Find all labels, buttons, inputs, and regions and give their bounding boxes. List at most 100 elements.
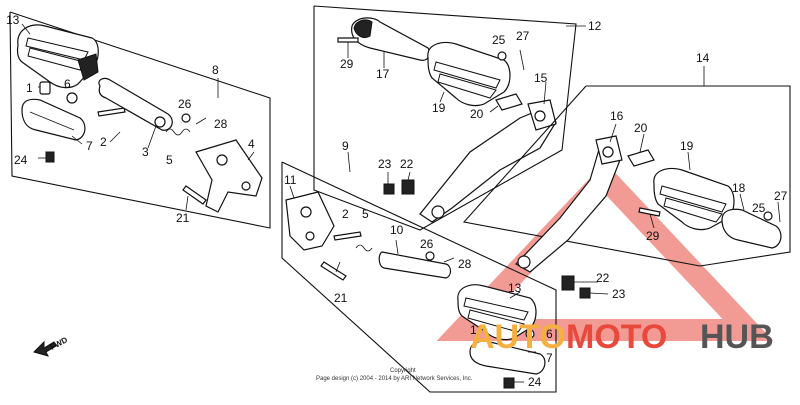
label-18: 18 xyxy=(732,181,746,195)
washer-25-right xyxy=(763,211,773,221)
label-26-center: 26 xyxy=(420,237,434,251)
cotter-28-center xyxy=(443,257,455,263)
label-16: 16 xyxy=(610,109,624,123)
fwd-arrow: FWD xyxy=(33,335,70,357)
pin-29-right xyxy=(638,207,661,217)
label-9: 9 xyxy=(342,139,349,153)
washer-6-bottom xyxy=(525,329,535,339)
label-23-right: 23 xyxy=(612,287,626,301)
rubber-pad-7-bottom xyxy=(469,340,546,375)
label-12: 12 xyxy=(588,19,602,33)
label-17: 17 xyxy=(376,67,390,81)
label-27-center: 27 xyxy=(516,29,530,43)
label-6-top: 6 xyxy=(64,77,71,91)
label-22-right: 22 xyxy=(596,271,610,285)
label-28-top: 28 xyxy=(214,117,228,131)
label-7-bottom: 7 xyxy=(546,351,553,365)
copyright-line-1: Copyright xyxy=(390,368,416,374)
group-frame-8 xyxy=(9,11,271,229)
label-1-bottom: 1 xyxy=(470,323,477,337)
pin-29-center xyxy=(337,37,359,43)
label-7-top: 7 xyxy=(86,139,93,153)
watermark-text: AUTO MOTO HUB xyxy=(470,318,774,356)
washer-20-right xyxy=(627,149,655,167)
bolt-23-center xyxy=(383,183,395,195)
bracket-4 xyxy=(195,139,263,213)
pin-2-center xyxy=(333,231,362,241)
label-29-center: 29 xyxy=(340,57,354,71)
footpeg-17 xyxy=(351,17,431,61)
spring-5-center xyxy=(355,244,373,252)
label-27-right: 27 xyxy=(774,189,788,203)
bracket-11 xyxy=(285,191,335,251)
cotter-27-center xyxy=(519,49,525,71)
arm-3 xyxy=(98,77,173,131)
bolt-21-center xyxy=(320,261,347,281)
bolt-24-left xyxy=(45,151,55,163)
watermark-moto: MOTO xyxy=(566,318,667,356)
label-14: 14 xyxy=(696,51,710,65)
footpeg-13-bottom xyxy=(457,284,537,341)
washer-6-left xyxy=(66,92,78,104)
pin-2-left xyxy=(97,107,126,117)
group-frame-14 xyxy=(462,85,791,267)
spring-5-left xyxy=(165,128,191,136)
collar-1-left xyxy=(39,81,51,95)
group-frame-12 xyxy=(313,5,577,231)
label-2-top: 2 xyxy=(100,135,107,149)
nut-22-right xyxy=(561,275,575,291)
label-2-center: 2 xyxy=(342,207,349,221)
footpeg-19-center xyxy=(427,41,511,107)
label-5-center: 5 xyxy=(362,207,369,221)
label-13-top: 13 xyxy=(6,13,20,27)
washer-26-center xyxy=(425,251,435,261)
label-28-center: 28 xyxy=(458,257,472,271)
label-23-center: 23 xyxy=(378,157,392,171)
label-29-right: 29 xyxy=(646,229,660,243)
fwd-label: FWD xyxy=(49,335,70,352)
copyright-block: Copyright Page design (c) 2004 - 2014 by… xyxy=(316,368,473,382)
group-frame-9 xyxy=(281,161,557,393)
label-24-top: 24 xyxy=(14,153,28,167)
fwd-arrow-icon xyxy=(33,340,57,357)
label-21-top: 21 xyxy=(176,211,190,225)
label-8: 8 xyxy=(212,63,219,77)
washer-20-center xyxy=(495,93,523,111)
cotter-28-left xyxy=(195,117,207,125)
bolt-24-bottom xyxy=(503,377,515,389)
part-labels: 13 1 6 2 7 24 3 26 28 5 8 4 21 29 17 25 … xyxy=(6,13,788,389)
washer-26-left xyxy=(181,113,191,123)
label-19-right: 19 xyxy=(680,139,694,153)
label-1-top: 1 xyxy=(26,81,33,95)
footpeg-19-right xyxy=(653,167,735,231)
leader-lines xyxy=(21,23,745,383)
label-3: 3 xyxy=(142,145,149,159)
label-20-center: 20 xyxy=(470,107,484,121)
rubber-pad-7-left xyxy=(21,98,86,141)
label-13-bottom: 13 xyxy=(508,281,522,295)
label-21-center: 21 xyxy=(334,291,348,305)
label-4: 4 xyxy=(248,137,255,151)
label-20-right: 20 xyxy=(634,121,648,135)
label-25-right: 25 xyxy=(752,201,766,215)
label-5-top: 5 xyxy=(166,153,173,167)
label-26-top: 26 xyxy=(178,97,192,111)
washer-25-center xyxy=(497,51,507,61)
label-24-bottom: 24 xyxy=(528,375,542,389)
footpeg-13-left xyxy=(16,24,99,89)
label-22-center: 22 xyxy=(400,157,414,171)
label-6-bottom: 6 xyxy=(546,327,553,341)
label-15: 15 xyxy=(534,71,548,85)
bolt-23-right xyxy=(579,287,591,299)
arm-10 xyxy=(378,251,452,279)
cotter-27-right xyxy=(777,201,781,223)
label-19-center: 19 xyxy=(432,101,446,115)
bolt-21-left xyxy=(182,185,207,205)
label-11: 11 xyxy=(284,173,297,187)
label-10: 10 xyxy=(390,223,404,237)
rubber-pad-18 xyxy=(721,208,782,249)
nut-22-center xyxy=(401,179,415,195)
watermark-auto: AUTO xyxy=(470,318,566,356)
